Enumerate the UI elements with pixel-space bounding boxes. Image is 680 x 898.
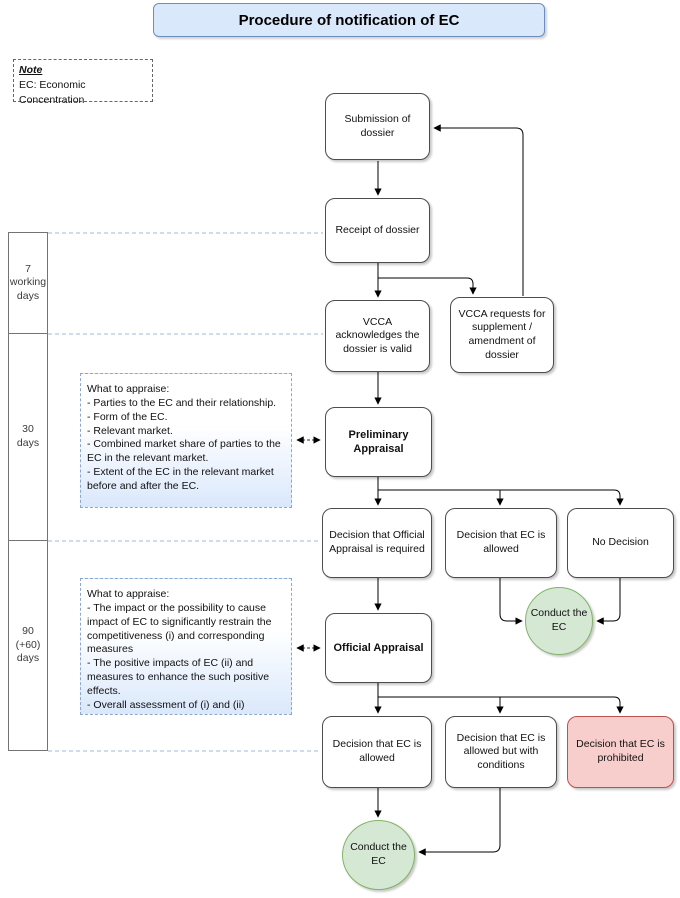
preliminary-appraisal-note: What to appraise: - Parties to the EC an…: [80, 373, 292, 508]
note-box: Note EC: Economic Concentration: [13, 59, 153, 106]
diagram-title: Procedure of notification of EC: [153, 3, 545, 37]
arrow-preliminary-to-no-decision: [378, 489, 624, 506]
node-vcca-requests-supplement: VCCA requests for supplement / amendment…: [450, 297, 554, 373]
node-conduct-the-ec-1: Conduct the EC: [525, 587, 593, 655]
node-decision-ec-allowed-conditions: Decision that EC is allowed but with con…: [445, 716, 557, 788]
arrow-request-to-submission-loop: [433, 124, 524, 296]
node-decision-ec-allowed-1: Decision that EC is allowed: [445, 508, 557, 578]
node-decision-official-required: Decision that Official Appraisal is requ…: [322, 508, 432, 578]
node-decision-ec-prohibited: Decision that EC is prohibited: [567, 716, 674, 788]
arrow-receipt-to-request: [377, 263, 477, 295]
note-heading: Note: [19, 64, 43, 76]
node-official-appraisal: Official Appraisal: [325, 613, 432, 683]
arrow-conditions-to-conduct2: [418, 788, 501, 856]
node-receipt-of-dossier: Receipt of dossier: [325, 198, 430, 263]
dashed-link-arrows: [296, 436, 321, 652]
timeline-90-days: 90 (+60) days: [8, 540, 48, 751]
node-vcca-acknowledges: VCCA acknowledges the dossier is valid: [325, 300, 430, 372]
node-no-decision: No Decision: [567, 508, 674, 578]
timeline-7-working-days: 7 working days: [8, 232, 48, 334]
node-conduct-the-ec-2: Conduct the EC: [342, 820, 415, 890]
note-body: EC: Economic Concentration: [19, 79, 86, 107]
arrow-no-decision-to-conduct1: [596, 578, 621, 625]
timeline-30-days: 30 days: [8, 333, 48, 541]
official-appraisal-note: What to appraise: - The impact or the po…: [80, 578, 292, 715]
arrow-allowed1-to-conduct1: [499, 578, 523, 625]
node-decision-ec-allowed-2: Decision that EC is allowed: [322, 716, 432, 788]
arrow-official-to-prohibited: [378, 696, 624, 714]
node-submission-of-dossier: Submission of dossier: [325, 93, 430, 160]
node-preliminary-appraisal: Preliminary Appraisal: [325, 407, 432, 477]
